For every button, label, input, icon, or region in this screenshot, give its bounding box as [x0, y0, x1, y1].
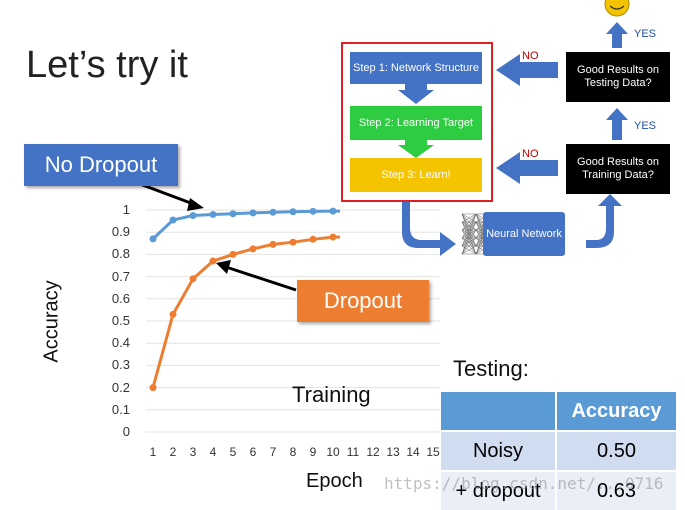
yes-label-mid: YES	[634, 120, 657, 132]
data-point	[269, 208, 277, 216]
nn-edge	[461, 213, 477, 247]
no-arrow-top	[496, 54, 558, 86]
y-tick-label: 0	[122, 424, 130, 439]
dropout-callout: Dropout	[297, 280, 429, 322]
no-dropout-arrow	[139, 182, 197, 207]
data-point	[169, 310, 177, 318]
y-tick-label: 0.1	[111, 401, 130, 417]
nn-edge	[461, 237, 477, 255]
step1-down-arrow	[398, 84, 434, 104]
good-training-box: Good Results on Training Data?	[566, 144, 670, 194]
data-point	[209, 210, 217, 218]
step3-box: Step 3: Learn!	[350, 158, 482, 192]
dropout-arrow	[225, 265, 297, 292]
x-tick-label: 15	[426, 445, 440, 459]
table-row: Noisy 0.50	[441, 430, 676, 471]
no-label-bottom: NO	[522, 148, 539, 160]
data-point	[169, 216, 177, 224]
data-point	[209, 257, 217, 265]
data-point	[149, 384, 157, 392]
chart-series	[149, 207, 340, 392]
table-cell-noisy-acc: 0.50	[555, 430, 676, 471]
no-label-top: NO	[522, 50, 539, 62]
neural-network-box: Neural Network	[483, 212, 565, 256]
testing-label: Testing:	[453, 356, 529, 381]
nn-edge	[461, 213, 477, 231]
y-tick-label: 0.8	[111, 246, 130, 262]
step2-box: Step 2: Learning Target	[350, 106, 482, 140]
x-tick-label: 4	[209, 445, 217, 459]
data-point	[329, 207, 337, 215]
data-point	[249, 245, 257, 253]
callout-arrows	[139, 182, 297, 292]
y-tick-label: 0.6	[111, 290, 130, 306]
x-axis-title: Epoch	[306, 470, 363, 492]
y-tick-label: 1	[122, 202, 130, 217]
data-point	[189, 212, 197, 220]
step1-box: Step 1: Network Structure	[350, 52, 482, 84]
no-dropout-callout: No Dropout	[24, 144, 178, 186]
x-tick-label: 7	[269, 445, 277, 459]
y-tick-label: 0.9	[111, 224, 130, 240]
nn-edge	[461, 229, 477, 255]
y-tick-label: 0.5	[111, 313, 130, 328]
x-tick-label: 6	[249, 445, 257, 459]
data-point	[249, 209, 257, 217]
x-tick-label: 10	[326, 445, 340, 459]
slide-title: Let’s try it	[26, 44, 188, 86]
y-tick-label: 0.3	[111, 357, 130, 373]
nn-edge	[461, 213, 477, 255]
nn-edge	[461, 221, 477, 255]
y-tick-label: 0.4	[111, 335, 130, 351]
table-header-empty	[441, 392, 556, 431]
x-tick-label: 12	[366, 445, 380, 459]
x-tick-label: 13	[386, 445, 400, 459]
to-train-check-arrow	[586, 194, 622, 248]
good-testing-box: Good Results on Testing Data?	[566, 52, 670, 102]
nn-edge	[461, 245, 477, 255]
data-point	[289, 208, 297, 216]
y-tick-label: 0.2	[111, 379, 130, 395]
y-tick-label: 0.7	[111, 268, 130, 284]
x-tick-label: 2	[169, 445, 177, 459]
training-label: Training	[292, 382, 371, 407]
yes-arrow-top	[606, 22, 628, 48]
data-point	[229, 210, 237, 218]
data-point	[289, 238, 297, 246]
x-tick-label: 5	[229, 445, 237, 459]
series-line	[151, 209, 334, 240]
data-point	[269, 240, 277, 248]
x-tick-label: 14	[406, 445, 420, 459]
nn-edge	[461, 213, 477, 223]
step2-down-arrow	[398, 140, 434, 158]
no-dropout-arrowhead	[187, 198, 204, 211]
data-point	[149, 235, 157, 243]
series-line	[151, 235, 334, 388]
data-point	[309, 207, 317, 215]
yes-label-top: YES	[634, 28, 657, 40]
nn-edge	[461, 213, 477, 239]
x-tick-label: 1	[149, 445, 157, 459]
x-tick-label: 9	[309, 445, 317, 459]
x-tick-label: 8	[289, 445, 297, 459]
table-cell-noisy: Noisy	[441, 430, 556, 471]
to-network-arrow	[402, 202, 456, 256]
data-point	[329, 233, 337, 241]
watermark-text: https://blog.csdn.net/...0716	[384, 474, 664, 493]
data-point	[229, 250, 237, 258]
table-header-accuracy: Accuracy	[555, 392, 676, 431]
smiley-icon	[604, 0, 630, 17]
x-tick-label: 11	[346, 445, 360, 459]
data-point	[189, 275, 197, 283]
no-arrow-bottom	[496, 152, 558, 184]
x-tick-label: 3	[189, 445, 197, 459]
steps-frame	[341, 42, 493, 202]
dropout-arrowhead	[216, 260, 231, 274]
data-point	[309, 235, 317, 243]
yes-arrow-mid	[606, 108, 628, 140]
